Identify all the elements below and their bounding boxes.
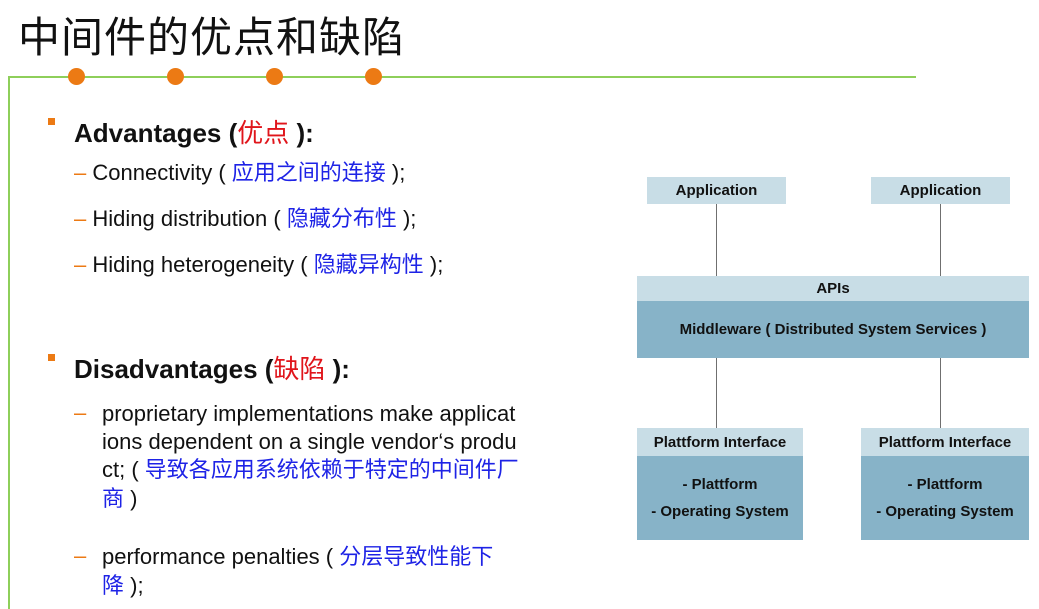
dash-icon: – xyxy=(74,400,87,425)
disadvantages-heading: Disadvantages (缺陷 ): xyxy=(74,349,350,386)
platform-line: - Plattform xyxy=(682,476,758,493)
dash-icon: – xyxy=(74,160,87,185)
item-line: 降 ); xyxy=(102,572,622,601)
item-cn: 应用之间的连接 xyxy=(231,161,386,186)
os-line: - Operating System xyxy=(876,503,1014,520)
bullet-square-icon xyxy=(48,354,55,361)
advantage-item: – Connectivity ( 应用之间的连接 ); xyxy=(74,160,405,187)
item-text: performance penalties ( xyxy=(102,544,340,569)
item-cn: 隐藏异构性 xyxy=(313,253,424,278)
connector-line xyxy=(716,204,717,276)
item-text: ct; ( xyxy=(102,457,145,482)
orange-dot-3 xyxy=(266,68,283,85)
disadvantage-item-2: performance penalties ( 分层导致性能下 降 ); xyxy=(102,543,622,601)
item-end: ); xyxy=(423,252,444,277)
slide-title: 中间件的优点和缺陷 xyxy=(18,13,406,62)
title-underline xyxy=(8,76,916,78)
item-end: ) xyxy=(124,486,138,511)
item-line: 商 ) xyxy=(102,485,622,514)
disadvantages-label: Disadvantages ( xyxy=(74,354,274,384)
dash-icon: – xyxy=(74,252,87,277)
advantages-cn: 优点 xyxy=(237,119,290,149)
item-text: Hiding distribution ( xyxy=(92,206,287,231)
connector-line xyxy=(940,358,941,428)
app-box-left: Application xyxy=(647,177,786,204)
item-line: ct; ( 导致各应用系统依赖于特定的中间件厂 xyxy=(102,456,622,485)
platform-box-right: - Plattform - Operating System xyxy=(861,456,1029,540)
orange-dot-4 xyxy=(365,68,382,85)
apis-bar: APIs xyxy=(637,276,1029,301)
advantages-heading: Advantages (优点 ): xyxy=(74,113,314,150)
bullet-square-icon xyxy=(48,118,55,125)
item-text: Connectivity ( xyxy=(92,160,232,185)
connector-line xyxy=(940,204,941,276)
connector-line xyxy=(716,358,717,428)
app-box-right: Application xyxy=(871,177,1010,204)
item-cn: 隐藏分布性 xyxy=(286,207,397,232)
advantages-label: Advantages ( xyxy=(74,118,238,148)
item-text: Hiding heterogeneity ( xyxy=(92,252,314,277)
item-end: ); xyxy=(124,573,144,598)
platform-interface-right: Plattform Interface xyxy=(861,428,1029,456)
orange-dot-2 xyxy=(167,68,184,85)
advantages-close: ): xyxy=(289,118,314,148)
item-line: proprietary implementations make applica… xyxy=(102,401,516,426)
disadvantage-item-1: proprietary implementations make applica… xyxy=(102,400,622,514)
orange-dot-1 xyxy=(68,68,85,85)
dash-icon: – xyxy=(74,543,87,568)
middleware-bar: Middleware ( Distributed System Services… xyxy=(637,301,1029,358)
platform-box-left: - Plattform - Operating System xyxy=(637,456,803,540)
platform-interface-left: Plattform Interface xyxy=(637,428,803,456)
advantage-item: – Hiding distribution ( 隐藏分布性 ); xyxy=(74,206,416,233)
item-cn: 分层导致性能下 xyxy=(339,545,494,570)
item-cn: 降 xyxy=(102,574,125,599)
os-line: - Operating System xyxy=(651,503,789,520)
item-cn: 商 xyxy=(102,487,125,512)
item-end: ); xyxy=(396,206,417,231)
disadvantages-close: ): xyxy=(325,354,350,384)
item-cn: 导致各应用系统依赖于特定的中间件厂 xyxy=(144,458,519,483)
item-end: ); xyxy=(385,160,406,185)
platform-line: - Plattform xyxy=(907,476,983,493)
item-line: ions dependent on a single vendor‘s prod… xyxy=(102,429,517,454)
dash-icon: – xyxy=(74,206,87,231)
item-line: performance penalties ( 分层导致性能下 xyxy=(102,543,622,572)
advantage-item: – Hiding heterogeneity ( 隐藏异构性 ); xyxy=(74,252,443,279)
disadvantages-cn: 缺陷 xyxy=(273,355,326,385)
left-border-line xyxy=(8,76,10,609)
